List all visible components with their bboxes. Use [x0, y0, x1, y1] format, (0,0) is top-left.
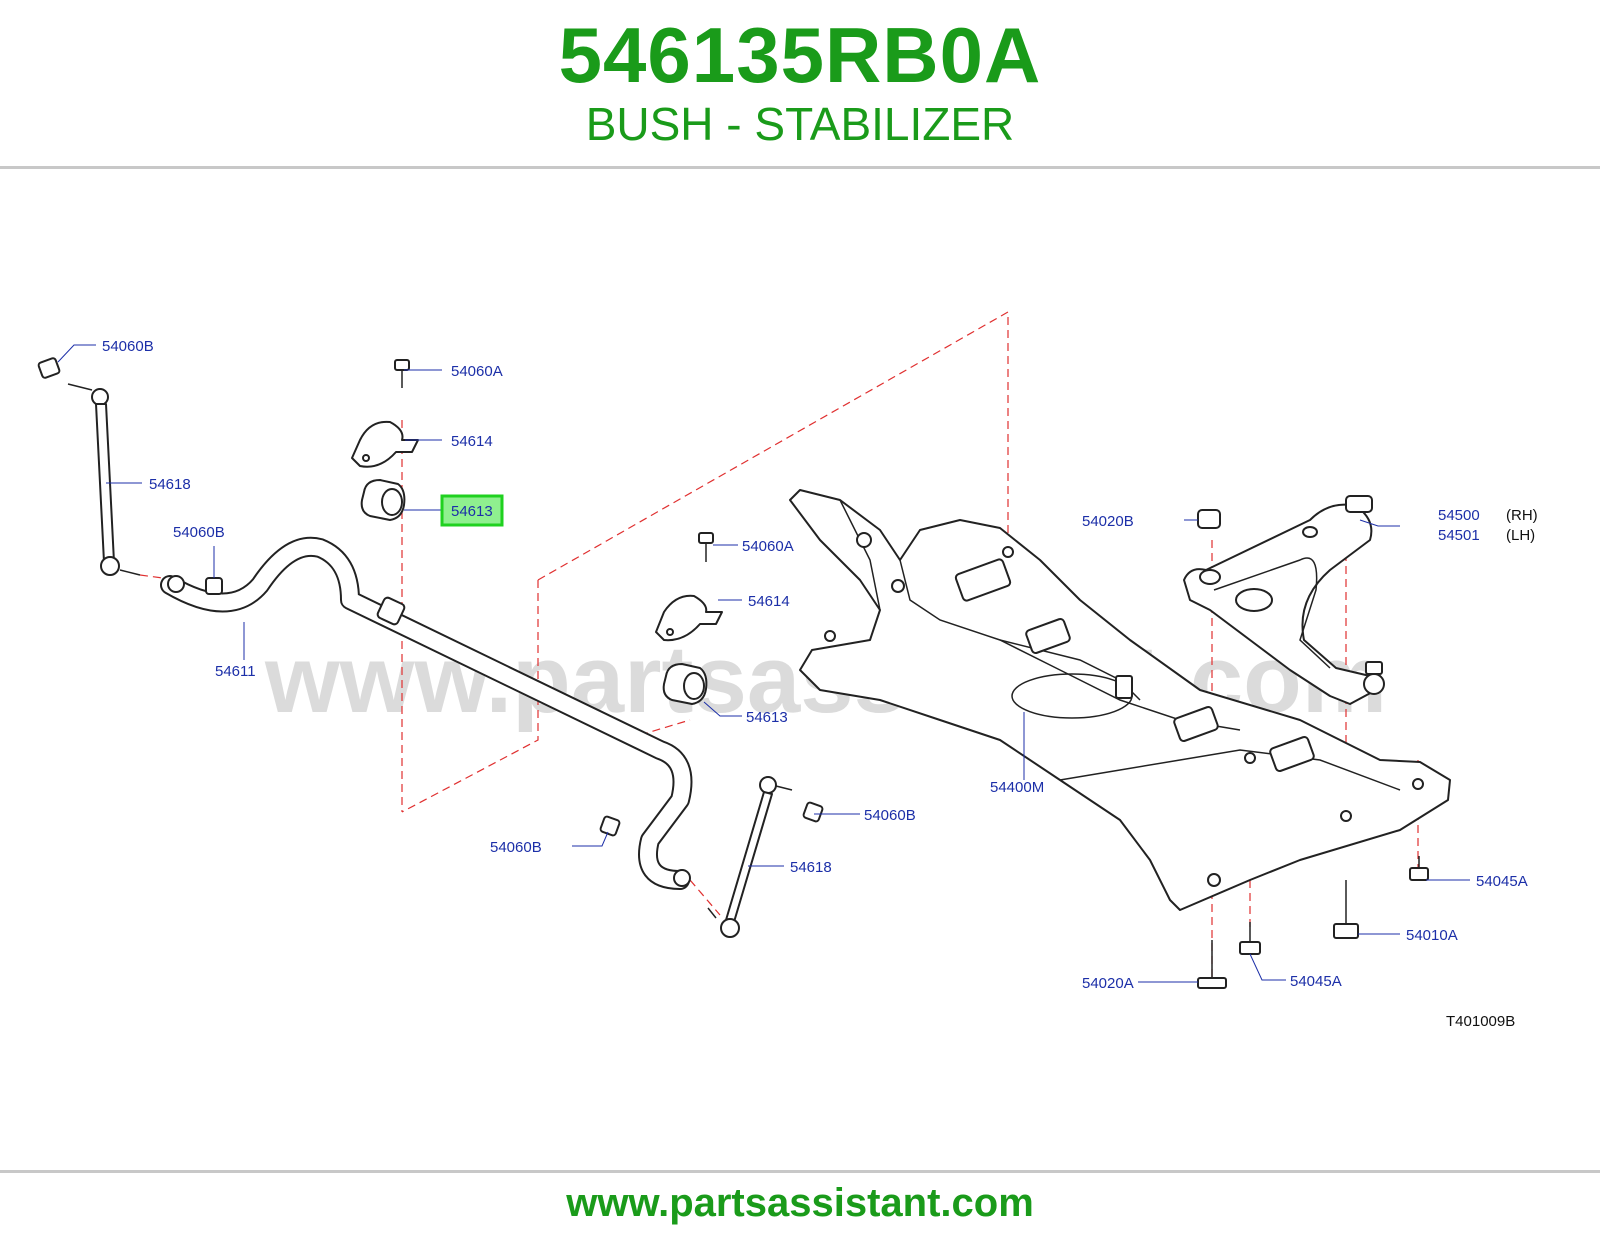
callout-54501[interactable]: 54501	[1438, 527, 1480, 544]
parts-diagram: www.partsassistant.com	[0, 170, 1600, 1170]
callout-54060a[interactable]: 54060A	[742, 538, 794, 555]
callout-54060b[interactable]: 54060B	[490, 839, 542, 856]
callout-54500[interactable]: 54500	[1438, 507, 1480, 524]
bushing-54613-lower[interactable]	[662, 663, 708, 705]
callout-54611[interactable]: 54611	[215, 663, 256, 680]
label-rh: (RH)	[1506, 507, 1538, 524]
label-lh: (LH)	[1506, 527, 1535, 544]
callout-54010a[interactable]: 54010A	[1406, 927, 1458, 944]
nut-54060b-left-end[interactable]	[205, 577, 223, 595]
bolt-54010a[interactable]	[1333, 880, 1359, 939]
bolt-54045a-lower[interactable]	[1239, 922, 1261, 955]
diagram-canvas: www.partsassistant.com	[37, 310, 1538, 1030]
suspension-member-54400m[interactable]	[789, 489, 1451, 911]
callout-54060b[interactable]: 54060B	[102, 338, 154, 355]
highlight-box-54613[interactable]	[440, 494, 504, 527]
nut-54060b-lower-right[interactable]	[802, 801, 824, 823]
header: 546135RB0A BUSH - STABILIZER	[0, 0, 1600, 168]
bushing-54613-upper[interactable]	[360, 479, 406, 521]
stabilizer-link-right[interactable]	[707, 776, 793, 938]
part-number-title: 546135RB0A	[558, 11, 1042, 99]
bolt-54020a[interactable]	[1197, 940, 1227, 989]
footer-url[interactable]: www.partsassistant.com	[566, 1181, 1034, 1225]
nut-54060b-lower-left[interactable]	[599, 815, 621, 837]
callout-54020b[interactable]: 54020B	[1082, 513, 1134, 530]
part-name-subtitle: BUSH - STABILIZER	[585, 98, 1015, 150]
callout-54045a[interactable]: 54045A	[1476, 873, 1528, 890]
callout-54020a[interactable]: 54020A	[1082, 975, 1134, 992]
callout-54613-highlighted[interactable]: 54613	[451, 503, 493, 520]
nut-54020b[interactable]	[1197, 509, 1221, 529]
callout-54618[interactable]: 54618	[149, 476, 191, 493]
callout-54060b[interactable]: 54060B	[864, 807, 916, 824]
transverse-link-54500[interactable]	[1183, 495, 1385, 705]
callout-54618[interactable]: 54618	[790, 859, 832, 876]
callout-54614[interactable]: 54614	[451, 433, 493, 450]
stabilizer-link-left[interactable]	[37, 357, 141, 576]
clamp-54614-upper[interactable]	[351, 420, 419, 468]
callout-54045a[interactable]: 54045A	[1290, 973, 1342, 990]
leader-lines	[57, 344, 1470, 983]
top-divider	[0, 166, 1600, 169]
bolt-54060a-upper[interactable]	[394, 359, 410, 388]
callout-54400m[interactable]: 54400M	[990, 779, 1044, 796]
bottom-divider	[0, 1170, 1600, 1173]
callout-labels: 54060B 54060A 54614 54613 54618 54060B 5…	[102, 338, 1538, 1030]
callout-54060a[interactable]: 54060A	[451, 363, 503, 380]
callout-54060b[interactable]: 54060B	[173, 524, 225, 541]
clamp-54614-lower[interactable]	[655, 594, 723, 642]
callout-54614[interactable]: 54614	[748, 593, 790, 610]
bolt-54060a-lower[interactable]	[698, 532, 714, 562]
stabilizer-bar[interactable]	[160, 536, 693, 890]
callout-54613[interactable]: 54613	[746, 709, 788, 726]
figure-code: T401009B	[1446, 1013, 1515, 1030]
bolt-54045a-right[interactable]	[1409, 856, 1429, 881]
